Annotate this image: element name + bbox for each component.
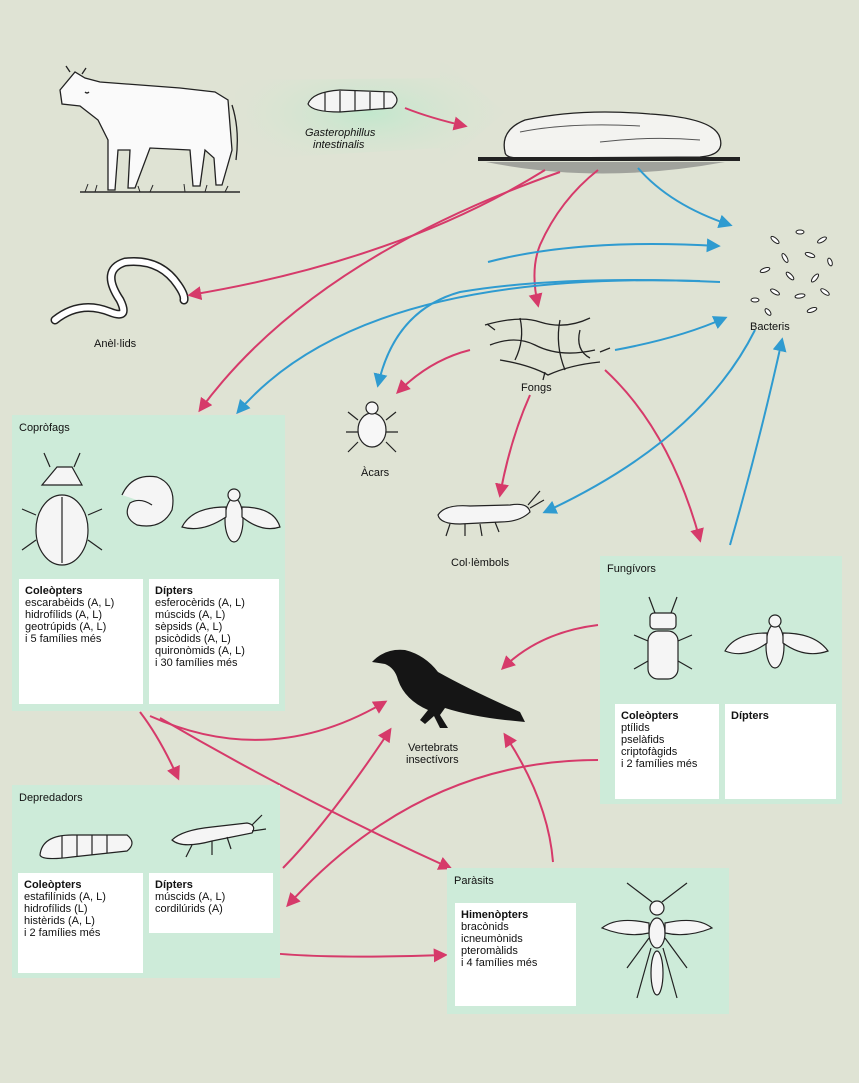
vertebrats-label-line2: insectívors — [406, 754, 459, 766]
coprofags-coleopters-card: Coleòpters escarabèids (A, L) hidrofílid… — [19, 579, 143, 704]
card-item: i 2 famílies més — [621, 758, 698, 770]
larva-name-line2: intestinalis — [313, 139, 365, 151]
card-heading: Dípters — [155, 879, 193, 891]
mite-icon — [346, 401, 398, 453]
card-item: histèrids (A, L) — [24, 915, 95, 927]
card-item: geotrúpids (A, L) — [25, 621, 107, 633]
card-heading: Dípters — [731, 710, 769, 722]
depredadors-panel: Depredadors Coleòpters estafilínids (A, … — [12, 785, 280, 978]
larva-icon — [39, 834, 133, 860]
card-heading: Himenòpters — [461, 909, 529, 921]
card-item: pteromàlids — [461, 945, 518, 957]
card-item: quironòmids (A, L) — [155, 645, 245, 657]
bacteria-cluster — [750, 229, 833, 316]
fungivors-insects — [633, 596, 829, 680]
card-item: hidrofílids (A, L) — [25, 609, 103, 621]
parasits-hymenopters-card: Himenòpters bracònids icneumònids pterom… — [455, 903, 576, 1006]
fungivors-coleopters-card: Coleòpters ptílids pselàfids criptofàgid… — [615, 704, 719, 799]
card-item: i 2 famílies més — [24, 927, 101, 939]
springtail-icon — [437, 490, 545, 537]
parasits-panel: Paràsits Himenòpters bracònids icneumòni… — [447, 868, 729, 1014]
card-item: pselàfids — [621, 734, 665, 746]
fungivors-title: Fungívors — [607, 563, 656, 575]
card-item: hidrofílids (L) — [24, 903, 88, 915]
parasits-title: Paràsits — [454, 875, 494, 887]
beetle-icon — [633, 596, 693, 680]
rove-beetle-icon — [171, 814, 267, 858]
card-item: estafilínids (A, L) — [24, 891, 106, 903]
collembols-label: Col·lèmbols — [451, 557, 510, 569]
coprofags-title: Copròfags — [19, 422, 70, 434]
depredadors-coleopters-card: Coleòpters estafilínids (A, L) hidrofíli… — [18, 873, 143, 973]
botfly-larva — [307, 89, 398, 113]
cow-illustration — [59, 65, 238, 191]
dung-beetle-icon — [21, 452, 103, 566]
card-item: ptílids — [621, 722, 650, 734]
wasp-icon — [600, 882, 714, 999]
card-item: i 4 famílies més — [461, 957, 538, 969]
card-item: i 5 famílies més — [25, 633, 102, 645]
earthworm-icon — [50, 256, 189, 325]
bacteris-label: Bacteris — [750, 321, 790, 333]
card-item: psicòdids (A, L) — [155, 633, 231, 645]
blue-arrows — [236, 167, 787, 546]
card-item: múscids (A, L) — [155, 609, 226, 621]
dung-pat — [478, 111, 740, 174]
transfer-arrow-band — [235, 58, 505, 168]
depredadors-title: Depredadors — [19, 792, 83, 804]
fongs-label: Fongs — [521, 382, 552, 394]
card-item: criptofàgids — [621, 746, 678, 758]
card-heading: Dípters — [155, 585, 193, 597]
depredadors-dipters-card: Dípters múscids (A, L) cordilúrids (A) — [149, 873, 273, 933]
card-item: esferocèrids (A, L) — [155, 597, 245, 609]
card-item: escarabèids (A, L) — [25, 597, 115, 609]
coprofags-insects — [21, 452, 281, 566]
acars-label: Àcars — [361, 467, 390, 479]
card-item: cordilúrids (A) — [155, 903, 223, 915]
larva-name-line1: Gasterophillus — [305, 127, 376, 139]
depredadors-insects — [39, 814, 267, 860]
anelids-label: Anèl·lids — [94, 338, 137, 350]
vertebrats-label-line1: Vertebrats — [408, 742, 459, 754]
crow-icon — [372, 649, 525, 728]
fly-icon — [724, 614, 829, 669]
card-heading: Coleòpters — [24, 879, 82, 891]
fly-icon — [181, 488, 281, 543]
card-item: sèpsids (A, L) — [155, 621, 223, 633]
fungivors-panel: Fungívors Coleòpters ptílids pselàfids c… — [600, 556, 842, 804]
beetle-grub-icon — [121, 475, 174, 527]
card-heading: Coleòpters — [621, 710, 679, 722]
card-item: múscids (A, L) — [155, 891, 226, 903]
fungivors-dipters-card: Dípters — [725, 704, 836, 799]
card-item: bracònids — [461, 921, 509, 933]
coprofags-panel: Copròfags Coleòpters escarabèids (A, L) … — [12, 415, 285, 711]
card-item: i 30 famílies més — [155, 657, 238, 669]
card-heading: Coleòpters — [25, 585, 83, 597]
card-item: icneumònids — [461, 933, 523, 945]
fungi-mycelium — [484, 317, 611, 381]
coprofags-dipters-card: Dípters esferocèrids (A, L) múscids (A, … — [149, 579, 279, 704]
